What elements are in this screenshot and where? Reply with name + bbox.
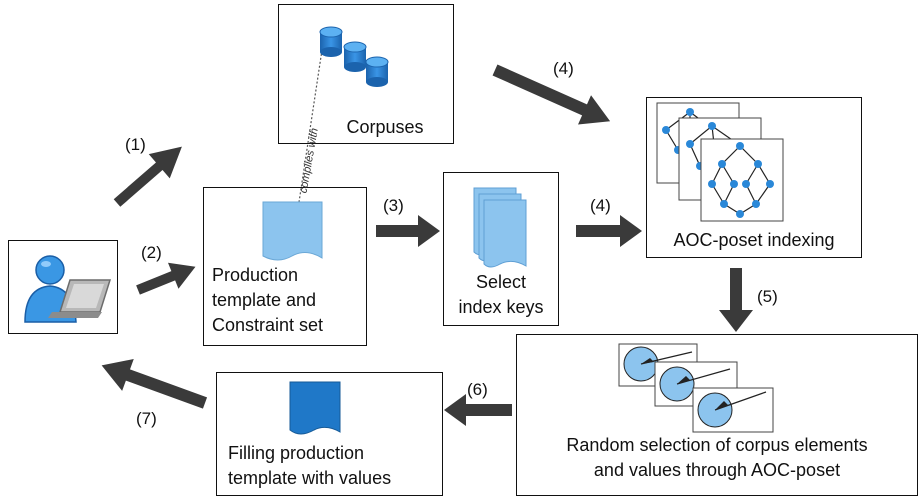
- step-label-7: (7): [136, 409, 157, 428]
- lattice-graph-icon: [656, 102, 784, 222]
- stacked-documents-icon: [473, 187, 527, 268]
- step-label-6: (6): [467, 380, 488, 399]
- template-line-1: Production: [212, 265, 299, 285]
- arrow-6: [444, 394, 512, 426]
- select-keys-line-2: index keys: [458, 297, 544, 317]
- arrow-5: [719, 268, 753, 332]
- arrow-1: [113, 146, 182, 207]
- complies-line: [295, 49, 323, 223]
- step-label-5: (5): [757, 287, 778, 306]
- step-label-1: (1): [125, 135, 146, 154]
- arrow-2: [136, 262, 196, 295]
- corpuses-label: Corpuses: [346, 117, 424, 137]
- arrow-4-top: [492, 64, 611, 125]
- aoc-label: AOC-poset indexing: [673, 230, 835, 250]
- user-laptop-icon: [24, 255, 112, 323]
- pie-chart-icon: [618, 343, 774, 433]
- template-line-3: Constraint set: [212, 315, 324, 335]
- step-label-2: (2): [141, 243, 162, 262]
- filling-line-1: Filling production: [228, 443, 365, 463]
- arrow-4-mid: [576, 215, 642, 247]
- random-line-2: and values through AOC-poset: [593, 460, 841, 480]
- step-label-4-top: (4): [553, 59, 574, 78]
- step-label-4-mid: (4): [590, 196, 611, 215]
- filled-document-icon: [289, 381, 341, 435]
- step-label-3: (3): [383, 196, 404, 215]
- arrow-7: [101, 358, 208, 409]
- document-icon: [262, 201, 323, 261]
- arrow-3: [376, 215, 440, 247]
- random-line-1: Random selection of corpus elements: [566, 435, 868, 455]
- template-line-2: template and: [212, 290, 317, 310]
- filling-line-2: template with values: [228, 468, 392, 488]
- select-keys-line-1: Select: [475, 272, 527, 292]
- database-icon: [319, 26, 389, 87]
